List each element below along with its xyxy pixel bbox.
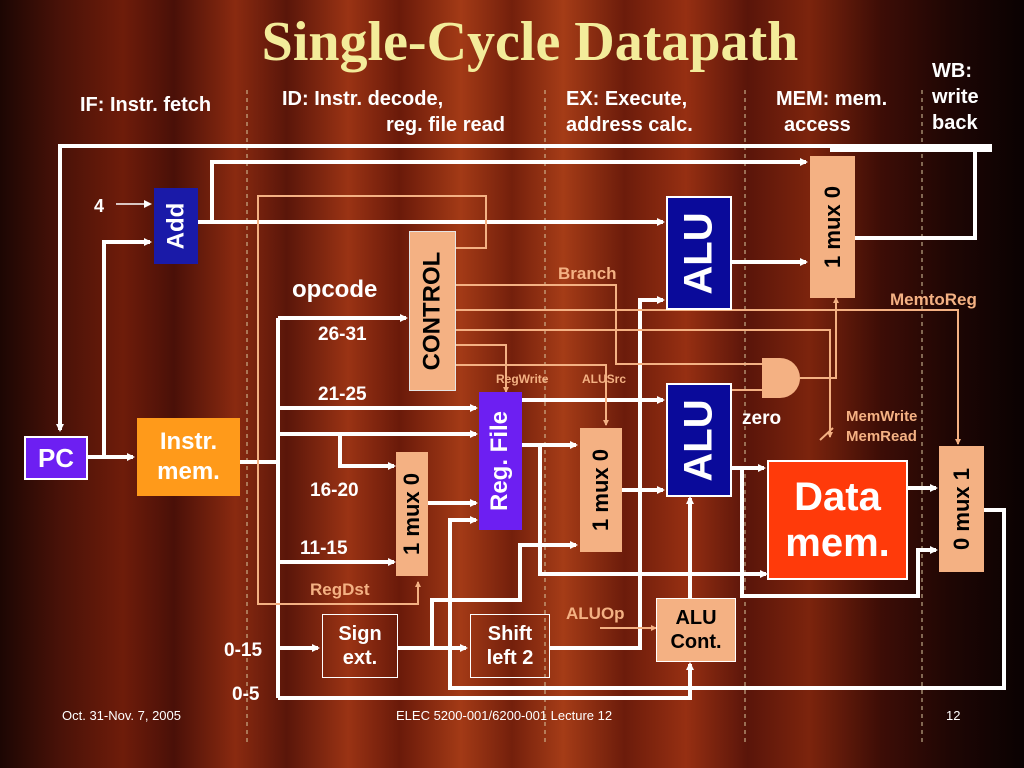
bits-0-5-label: 0-5 (232, 684, 260, 705)
bits-11-15-label: 11-15 (300, 538, 348, 559)
stage-wb-label-1: WB: (932, 60, 972, 82)
stage-if-label: IF: Instr. fetch (80, 94, 212, 116)
stage-ex-label-2: address calc. (566, 114, 693, 136)
constant-four: 4 (94, 196, 105, 216)
regwrite-signal: RegWrite (496, 372, 549, 386)
alusrc-signal: ALUSrc (582, 372, 627, 386)
alu-control: ALU Cont. (656, 598, 736, 662)
instruction-memory: Instr. mem. (137, 418, 240, 496)
stage-mem-label-1: MEM: mem. (776, 88, 888, 110)
stage-id-label-1: ID: Instr. decode, (282, 88, 444, 110)
register-file: Reg. File (479, 392, 522, 530)
bits-21-25-label: 21-25 (318, 384, 367, 405)
memwrite-signal: MemWrite (846, 408, 918, 425)
pc-register: PC (24, 436, 88, 480)
stage-ex-label-1: EX: Execute, (566, 88, 688, 110)
stage-wb-label-2: write (932, 86, 979, 108)
footer-course: ELEC 5200-001/6200-001 Lecture 12 (396, 708, 613, 723)
regdst-mux: 1 mux 0 (396, 452, 428, 576)
regdst-signal: RegDst (310, 580, 370, 599)
control-wires (257, 195, 961, 631)
branch-mux: 1 mux 0 (810, 156, 855, 298)
control-unit: CONTROL (409, 231, 456, 391)
slide-title: Single-Cycle Datapath (261, 11, 799, 73)
memtoreg-signal: MemtoReg (890, 290, 977, 309)
bits-0-15-label: 0-15 (224, 640, 263, 661)
stage-id-label-2: reg. file read (386, 114, 505, 136)
pc-adder: Add (154, 188, 198, 264)
bits-16-20-label: 16-20 (310, 480, 359, 501)
sign-extend: Sign ext. (322, 614, 398, 678)
main-alu: ALU (666, 383, 732, 497)
opcode-label: opcode (292, 276, 378, 303)
stage-wb-label-3: back (932, 112, 978, 134)
branch-signal: Branch (558, 264, 617, 283)
stage-separators (246, 90, 923, 745)
memtoreg-mux: 0 mux 1 (939, 446, 984, 572)
memread-signal: MemRead (846, 428, 917, 445)
and-gate (762, 358, 800, 398)
data-memory: Data mem. (767, 460, 908, 580)
footer-page-number: 12 (946, 708, 961, 723)
branch-alu: ALU (666, 196, 732, 310)
footer-date: Oct. 31-Nov. 7, 2005 (62, 708, 181, 723)
shift-left-2: Shift left 2 (470, 614, 550, 678)
aluop-signal: ALUOp (566, 604, 625, 623)
zero-label: zero (742, 408, 782, 429)
alusrc-mux: 1 mux 0 (580, 428, 622, 552)
data-wires (56, 144, 1006, 700)
stage-mem-label-2: access (784, 114, 851, 136)
bits-26-31-label: 26-31 (318, 324, 367, 345)
